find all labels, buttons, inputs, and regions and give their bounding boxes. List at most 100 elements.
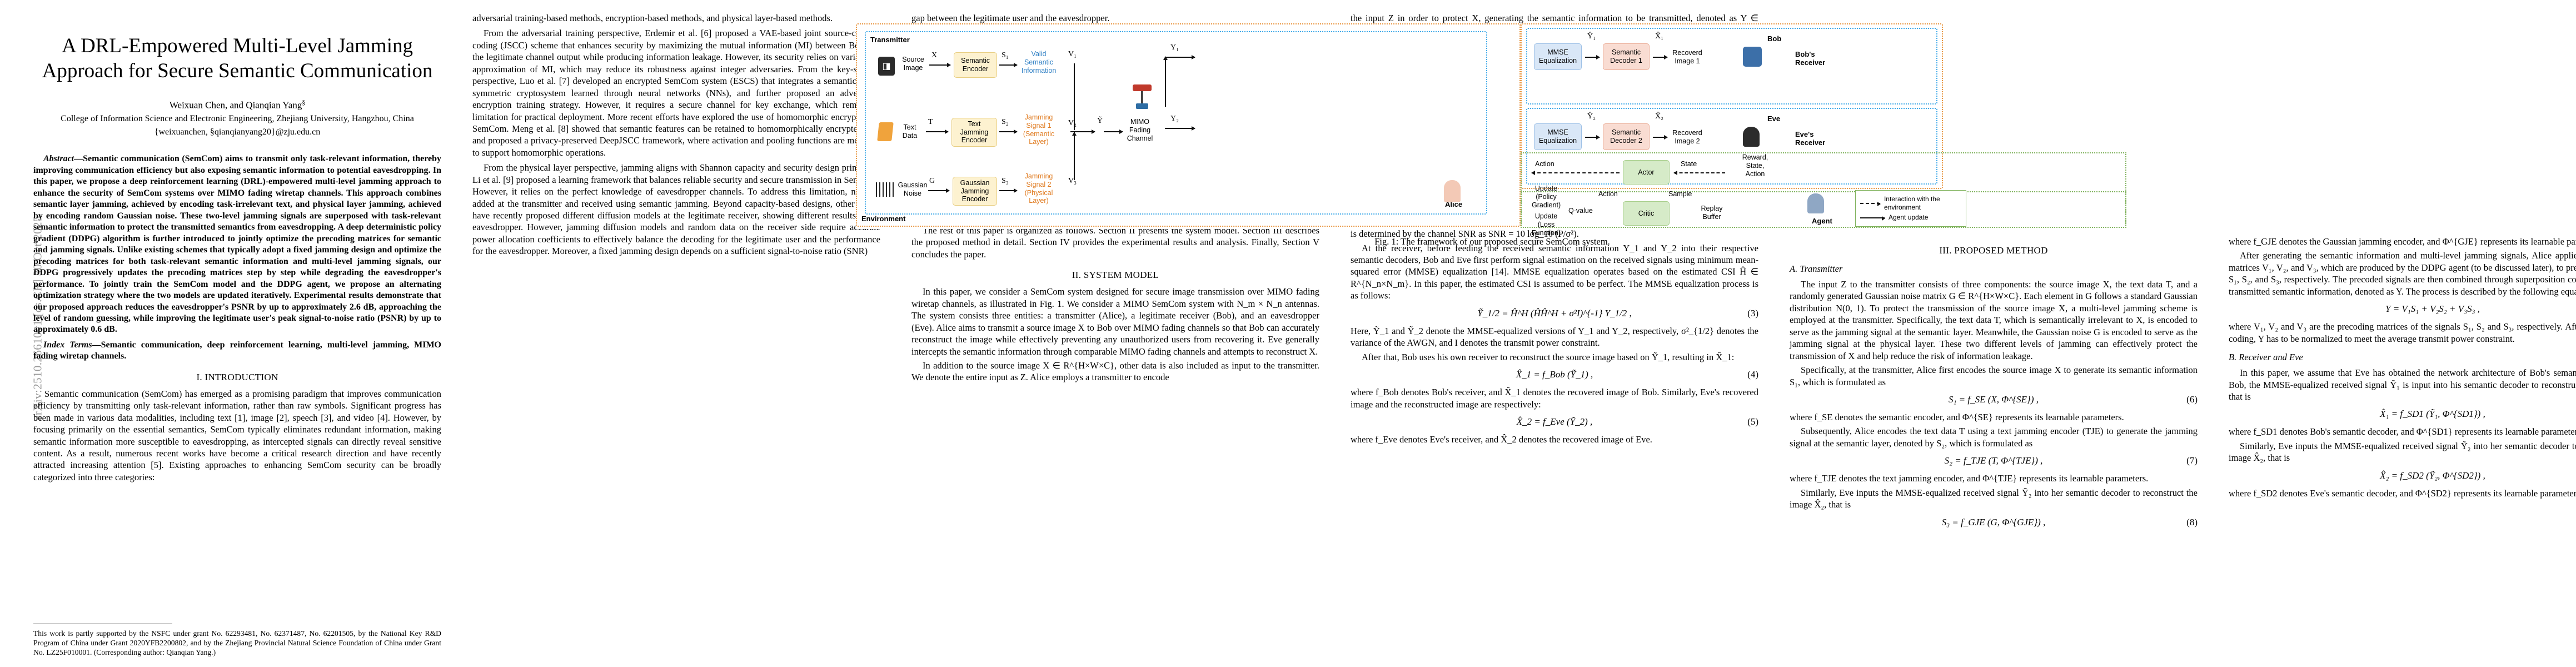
alice-avatar (1444, 180, 1461, 202)
col5-paragraph-3: where f_SE denotes the semantic encoder,… (1790, 411, 2124, 422)
source-image-icon: ◨ (878, 57, 895, 76)
subsection-receiver-and-eve: B. Receiver and Eve (2229, 352, 2303, 363)
col4-paragraph-5: At the receiver, before feeding the rece… (1351, 242, 1758, 301)
source-image-label: Source Image (902, 56, 924, 72)
gaussian-noise-label: Gaussian Noise (898, 181, 928, 197)
legend-row-dashed: Interaction with the environment (1860, 195, 1961, 212)
col6-paragraph-2: After generating the semantic informatio… (2229, 250, 2576, 297)
edge-update-loss-label: Update (Loss Function) (1532, 212, 1561, 237)
solid-line-icon (1860, 216, 1885, 221)
section-heading-proposed-method: III. PROPOSED METHOD (1939, 245, 2048, 256)
arrow-to-eve (1165, 126, 1195, 131)
symbol-S2: S₂ (1001, 118, 1009, 126)
actor-node: Actor (1623, 160, 1670, 185)
col5-paragraph-6: Similarly, Eve inputs the MMSE-equalized… (1790, 487, 2198, 510)
equation-11: X̂₂ = f_SD2 (Ỹ₂, Φ^{SD2}) ,(11) (2380, 470, 2485, 481)
bob-receiver-label: Bob's Receiver (1795, 50, 1826, 67)
symbol-Y1: Y₁ (1170, 43, 1179, 52)
col6-paragraph-3: where V₁, V₂ and V₃ are the precoding ma… (2229, 321, 2576, 344)
text-data-icon (877, 122, 894, 141)
arrow-v2 (1070, 130, 1095, 134)
equation-9: Y = V₁S₁ + V₂S₂ + V₃S₃ ,(9) (2385, 303, 2480, 315)
bob-receiver-boundary (1526, 28, 1937, 104)
symbol-Xhat1: X̂₁ (1655, 32, 1663, 41)
symbol-Yhat1: Ŷ₁ (1587, 32, 1596, 41)
arrow-s2 (999, 130, 1018, 134)
environment-boundary (856, 23, 1521, 227)
column-6: where f_GJE denotes the Gaussian jamming… (2229, 12, 2576, 661)
intro-paragraph-1: Semantic communication (SemCom) has emer… (33, 388, 441, 482)
semantic-decoder-1-node: Semantic Decoder 1 (1603, 43, 1650, 70)
col2-paragraph-2: From the adversarial training perspectiv… (472, 28, 880, 158)
affiliation: College of Information Science and Elect… (61, 114, 414, 124)
index-terms-paragraph: Index Terms—Semantic communication, deep… (33, 340, 441, 361)
semantic-decoder-2-node: Semantic Decoder 2 (1603, 123, 1650, 150)
edge-action2-label: Action (1598, 190, 1618, 198)
title-line-2: Approach for Secure Semantic Communicati… (42, 59, 433, 83)
funding-footnote: This work is partly supported by the NSF… (33, 629, 441, 656)
bob-branch-vertical (1163, 56, 1168, 107)
agent-region-boundary (1521, 152, 2126, 228)
text-jamming-encoder-node: Text Jamming Encoder (951, 118, 997, 147)
eve-receiver-boundary (1526, 108, 1937, 185)
antenna-tower-icon (1133, 84, 1152, 109)
critic-node: Critic (1623, 201, 1670, 226)
agent-avatar (1807, 193, 1824, 213)
col4-paragraph-8: where f_Bob denotes Bob's receiver, and … (1351, 387, 1758, 410)
abstract-label: Abstract (43, 154, 74, 164)
author-footnote-marker: § (302, 99, 306, 107)
col6-paragraph-5: where f_SD1 denotes Bob's semantic decod… (2229, 426, 2576, 437)
col2-paragraph-1: adversarial training-based methods, encr… (472, 13, 833, 23)
column-5: III. PROPOSED METHOD A. Transmitter The … (1790, 12, 2198, 661)
edge-state-label: State (1681, 160, 1697, 168)
arrow-action-to-env (1531, 171, 1620, 175)
recovered-image-2-label: Recoverd Image 2 (1672, 129, 1702, 145)
arrow-s3 (999, 188, 1018, 193)
col6-paragraph-4: In this paper, we assume that Eve has ob… (2229, 367, 2576, 402)
symbol-Y2: Y₂ (1170, 115, 1179, 123)
valid-semantic-label: Valid Semantic Information (1021, 50, 1057, 74)
legend-solid-label: Agent update (1889, 213, 1929, 221)
edge-update-policy-label: Update (Policy Gradient) (1532, 185, 1561, 209)
edge-reward-state-action-label: Reward, State, Action (1742, 153, 1768, 178)
col4-paragraph-7: After that, Bob uses his own receiver to… (1362, 351, 1735, 362)
arrow-ytilde (1104, 130, 1123, 134)
symbol-G: G (929, 177, 935, 185)
index-terms-label: Index Terms (43, 340, 92, 350)
eve-label: Eve (1767, 115, 1781, 123)
gaussian-jamming-encoder-node: Gaussian Jamming Encoder (953, 177, 997, 206)
arrow-g (928, 188, 950, 193)
arrow-decoder2 (1653, 135, 1668, 140)
mimo-channel-label: MIMO Fading Channel (1127, 118, 1153, 142)
arrow-to-bob (1165, 55, 1195, 59)
equation-8: S₃ = f_GJE (G, Φ^{GJE}) ,(8) (1941, 516, 2198, 527)
semantic-encoder-node: Semantic Encoder (954, 52, 997, 78)
jamming-signal-2-label: Jamming Signal 2 (Physical Layer) (1024, 172, 1053, 205)
figure-1-legend: Interaction with the environment Agent u… (1855, 190, 1966, 227)
author-email: {weixuanchen, §qianqianyang20}@zju.edu.c… (154, 127, 321, 137)
arrow-mmse2 (1585, 135, 1600, 140)
arrow-t (926, 130, 949, 134)
col6-paragraph-6: Similarly, Eve inputs the MMSE-equalized… (2229, 440, 2576, 464)
symbol-S1: S₁ (1001, 51, 1009, 59)
symbol-T: T (928, 118, 933, 126)
replay-buffer-label: Replay Buffer (1701, 205, 1723, 221)
figure-1-diagram: Transmitter Environment Alice Agent Bob … (856, 23, 2129, 237)
legend-row-solid: Agent update (1860, 213, 1961, 222)
equation-5: X̂_2 = f_Eve (Ỹ_2) ,(5) (1516, 416, 1758, 427)
equation-4: X̂_1 = f_Bob (Ỹ_1) ,(4) (1516, 369, 1758, 380)
gaussian-noise-icon (876, 182, 896, 197)
column-2: adversarial training-based methods, encr… (472, 12, 880, 661)
symbol-S3: S₃ (1001, 177, 1009, 185)
receiver-outer-boundary (1521, 23, 1943, 189)
equation-6: S₁ = f_SE (X, Φ^{SE}) ,(6) (1948, 394, 2198, 405)
symbol-V1: V₁ (1068, 50, 1077, 58)
arrow-mmse1 (1585, 55, 1600, 59)
symbol-V3: V₃ (1068, 177, 1077, 185)
col6-paragraph-7: where f_SD2 denotes Eve's semantic decod… (2229, 487, 2576, 499)
legend-dashed-label: Interaction with the environment (1884, 195, 1940, 211)
jamming-signal-1-label: Jamming Signal 1 (Semantic Layer) (1023, 113, 1055, 146)
section-heading-system-model: II. SYSTEM MODEL (1072, 270, 1159, 281)
v3-vertical-line (1072, 132, 1077, 180)
text-data-label: Text Data (902, 123, 918, 140)
